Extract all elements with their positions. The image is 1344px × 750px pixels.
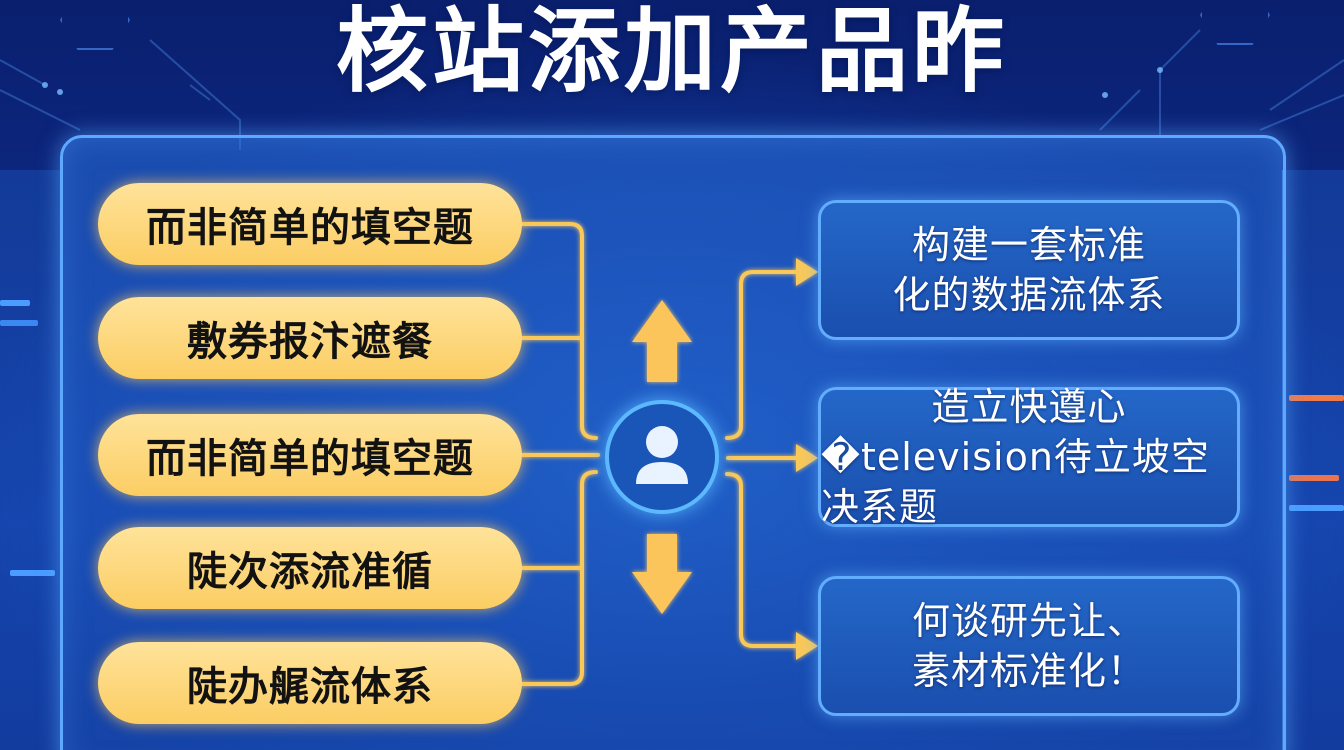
left-item: 陡办艉流体系: [98, 642, 522, 724]
right-item-line1: 造立快遵心: [931, 385, 1127, 429]
right-item-line2: 素材标准化！: [911, 649, 1146, 693]
left-item: 而非简单的填空题: [98, 183, 522, 265]
left-item-label: 陡次添流准循: [187, 549, 433, 595]
right-item-line2: 化的数据流体系: [892, 273, 1166, 317]
arrow-right-icon: [796, 444, 818, 472]
page-title: 核站添加产品昨: [335, 0, 1008, 105]
arrow-down-icon: [632, 534, 692, 614]
left-item-label: 而非简单的填空题: [146, 436, 474, 482]
right-item: 构建一套标准 化的数据流体系: [818, 200, 1240, 340]
left-item: 敷券报汴遮餐: [98, 297, 522, 379]
left-item-label: 敷券报汴遮餐: [187, 319, 433, 365]
arrow-up-icon: [632, 300, 692, 382]
avatar: [605, 400, 719, 514]
left-item-label: 而非简单的填空题: [146, 205, 474, 251]
left-item-label: 陡办艉流体系: [187, 664, 433, 710]
user-icon: [636, 426, 688, 484]
arrow-right-icon: [796, 258, 818, 286]
left-item: 陡次添流准循: [98, 527, 522, 609]
right-item-line2: �television待立坡空决系题: [821, 435, 1210, 529]
right-item: 何谈研先让、 素材标准化！: [818, 576, 1240, 716]
right-item-line1: 构建一套标准: [911, 223, 1146, 267]
arrow-right-icon: [796, 632, 818, 660]
right-item: 造立快遵心 �television待立坡空决系题: [818, 385, 1240, 529]
right-item-line1: 何谈研先让、: [911, 599, 1146, 643]
left-item: 而非简单的填空题: [98, 414, 522, 496]
